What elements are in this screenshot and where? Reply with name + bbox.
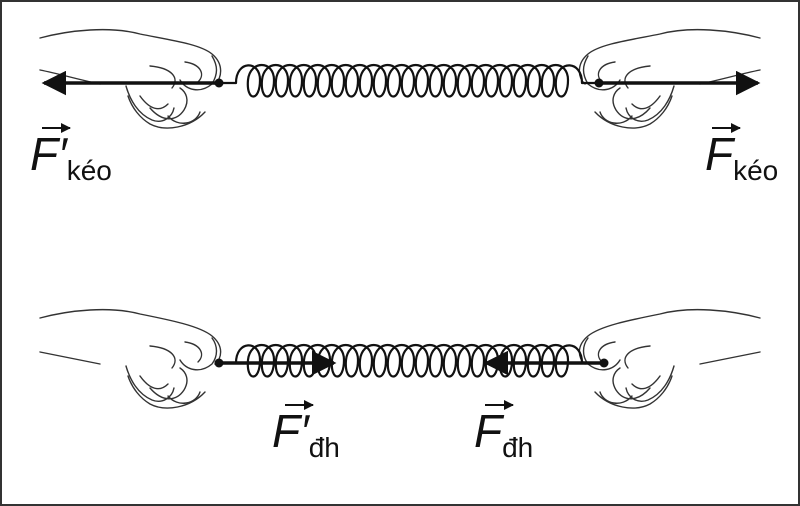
spring-coil-top — [234, 64, 584, 98]
svg-text:F′đh: F′đh — [272, 405, 340, 463]
spring-coil-bottom — [234, 344, 584, 378]
left-hand-top — [39, 28, 222, 129]
svg-text:F′kéo: F′kéo — [30, 128, 112, 186]
top-panel: F′kéo Fkéo — [30, 28, 778, 186]
svg-text:Fkéo: Fkéo — [705, 128, 778, 186]
left-hand-bottom — [39, 308, 222, 409]
label-f-keo-prime: F′kéo — [30, 123, 112, 186]
label-f-dh: Fđh — [474, 400, 533, 463]
svg-text:Fđh: Fđh — [474, 405, 533, 463]
label-f-keo: Fkéo — [705, 123, 778, 186]
right-hand-bottom — [578, 308, 761, 409]
right-hand-top — [578, 28, 761, 129]
bottom-panel: F′đh Fđh — [39, 308, 761, 463]
label-f-dh-prime: F′đh — [272, 400, 340, 463]
